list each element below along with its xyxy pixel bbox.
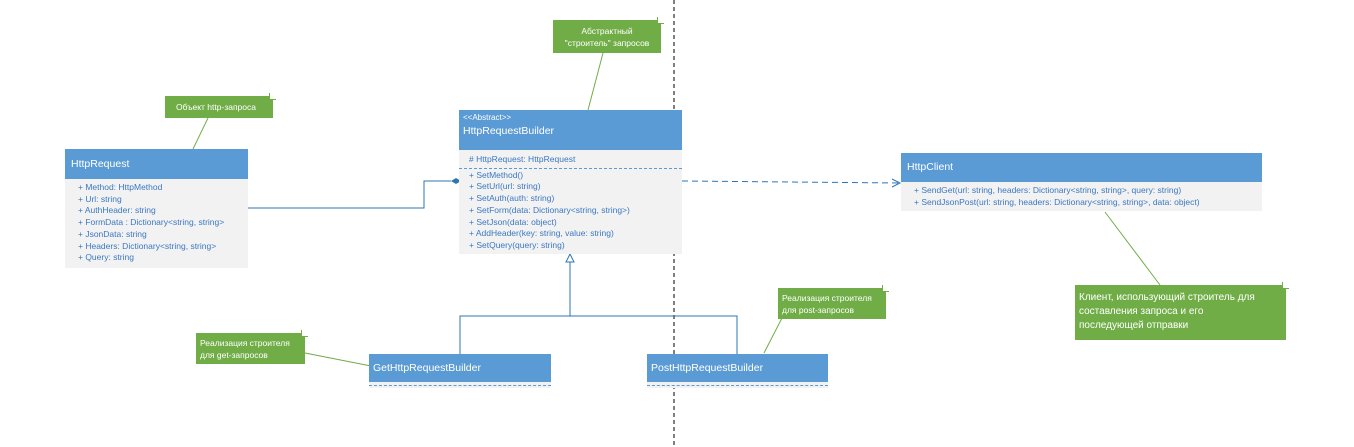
note-fold-icon (1282, 282, 1289, 289)
class-header: <<Abstract>> HttpRequestBuilder (459, 110, 682, 150)
note-fold-icon (657, 17, 664, 24)
class-name: HttpClient (901, 153, 1262, 182)
note-text-line: для post-запросов (782, 305, 855, 315)
post-builder-class[interactable]: PostHttpRequestBuilder (647, 354, 828, 388)
note-fold-icon (269, 93, 276, 100)
method: + SetUrl(url: string) (469, 181, 541, 192)
note-link-get (304, 352, 372, 367)
http-request-class[interactable]: HttpRequest + Method: HttpMethod + Url: … (65, 149, 248, 268)
compartment-separator (459, 167, 682, 169)
class-fields: # HttpRequest: HttpRequest (459, 150, 682, 166)
note-text-line: Реализация строителя (200, 338, 290, 348)
method: + SetMethod() (469, 169, 524, 180)
method: + AddHeader(key: string, value: string) (469, 228, 614, 239)
member: + Method: HttpMethod (78, 182, 163, 192)
member: + JsonData: string (78, 228, 147, 239)
member: + Url: string (78, 193, 122, 204)
method: + SendJsonPost(url: string, headers: Dic… (914, 196, 1200, 207)
get-builder-class[interactable]: GetHttpRequestBuilder (369, 354, 551, 388)
aggregation-line (248, 180, 451, 209)
note-text-line: Реализация строителя (782, 293, 872, 303)
note-text-line: для get-запросов (200, 350, 268, 360)
class-name: HttpRequestBuilder (463, 125, 555, 137)
note-http-object[interactable]: Объект http-запроса (165, 93, 276, 118)
method: + SendGet(url: string, headers: Dictiona… (914, 185, 1182, 195)
member: + AuthHeader: string (78, 205, 156, 216)
note-text-line: Объект http-запроса (176, 102, 256, 112)
http-client-class[interactable]: HttpClient + SendGet(url: string, header… (901, 153, 1262, 211)
note-get-impl[interactable]: Реализация строителя для get-запросов (196, 330, 308, 364)
note-link-client (1104, 211, 1161, 286)
class-name: GetHttpRequestBuilder (369, 354, 551, 382)
dependency-arrowhead (891, 178, 902, 188)
note-text-line: составления запроса и его (1079, 306, 1204, 317)
compartment-separator (369, 385, 551, 386)
class-name: PostHttpRequestBuilder (647, 354, 828, 382)
note-fold-icon (882, 285, 889, 292)
note-text-line: Абстрактный (581, 26, 633, 36)
method: + SetAuth(auth: string) (469, 193, 555, 204)
note-fold-icon (301, 330, 308, 337)
class-members: + Method: HttpMethod + Url: string + Aut… (65, 179, 248, 264)
http-request-builder-class[interactable]: <<Abstract>> HttpRequestBuilder # HttpRe… (459, 110, 682, 254)
method: + SetForm(data: Dictionary<string, strin… (469, 204, 630, 215)
class-methods: + SendGet(url: string, headers: Dictiona… (901, 182, 1262, 208)
note-link-http-object (192, 117, 209, 150)
stereotype-label: <<Abstract>> (463, 113, 512, 122)
note-abstract-builder[interactable]: Абстрактный "строитель" запросов (553, 17, 664, 53)
note-text-line: "строитель" запросов (564, 38, 650, 48)
dependency-line (681, 180, 901, 184)
note-client[interactable]: Клиент, использующий строитель для соста… (1075, 282, 1289, 340)
class-name: HttpRequest (65, 149, 248, 179)
note-text-line: Клиент, использующий строитель для (1079, 292, 1255, 303)
inheritance-line (459, 315, 738, 354)
method: + SetJson(data: object) (469, 216, 557, 227)
note-text-line: последующей отправки (1079, 320, 1189, 331)
member: + Query: string (78, 252, 134, 263)
inheritance-triangle (565, 252, 575, 263)
note-post-impl[interactable]: Реализация строителя для post-запросов (778, 285, 889, 319)
compartment-separator (647, 385, 828, 386)
member: + Headers: Dictionary<string, string> (78, 240, 217, 251)
member: + FormData : Dictionary<string, string> (78, 217, 225, 228)
note-link-abstract (587, 52, 604, 111)
note-link-post (763, 317, 783, 354)
class-methods: + SetMethod() + SetUrl(url: string) + Se… (459, 170, 682, 252)
field: # HttpRequest: HttpRequest (469, 154, 576, 164)
aggregation-diamond (451, 178, 461, 184)
method: + SetQuery(query: string) (469, 239, 565, 250)
